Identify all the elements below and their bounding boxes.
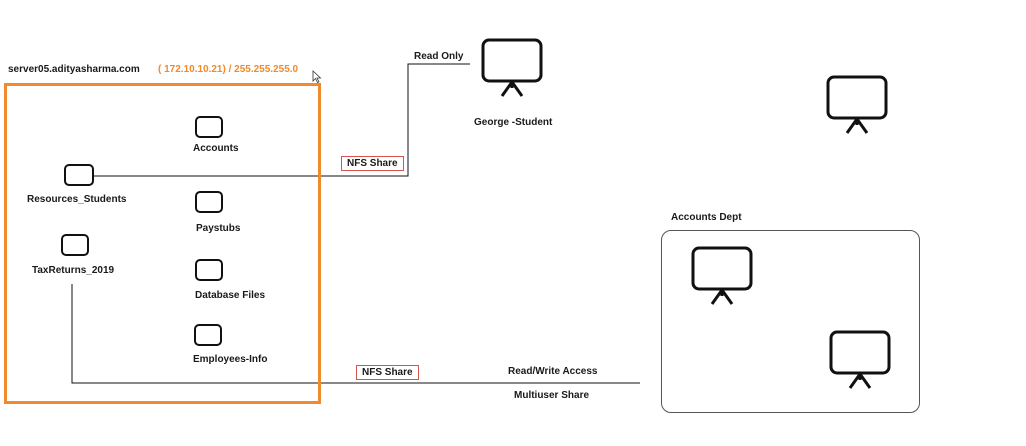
george-student-label: George -Student xyxy=(474,117,553,128)
server-hostname: server05.adityasharma.com xyxy=(8,64,140,75)
employees-info-folder-icon xyxy=(194,324,222,346)
nfs-share-top-label: NFS Share xyxy=(341,156,404,171)
accounts-dept-box xyxy=(661,230,920,413)
accounts-folder-label: Accounts xyxy=(193,143,239,154)
taxreturns-2019-folder-label: TaxReturns_2019 xyxy=(32,265,115,276)
accounts-folder-icon xyxy=(195,116,223,138)
server-address: ( 172.10.10.21) / 255.255.255.0 xyxy=(158,64,299,75)
database-files-folder-label: Database Files xyxy=(195,290,266,301)
employees-info-folder-label: Employees-Info xyxy=(193,354,268,365)
read-write-link xyxy=(71,284,640,384)
database-files-folder-icon xyxy=(195,259,223,281)
resources-students-folder-icon xyxy=(64,164,94,186)
multiuser-share-label: Multiuser Share xyxy=(514,390,590,401)
accounts-dept-label: Accounts Dept xyxy=(671,212,742,223)
read-only-label: Read Only xyxy=(414,51,464,62)
server-box xyxy=(4,83,321,404)
mouse-cursor-icon xyxy=(312,70,322,84)
accounts-dept-monitor-2-icon xyxy=(829,330,891,389)
paystubs-folder-icon xyxy=(195,191,223,213)
accounts-dept-monitor-1-icon xyxy=(691,246,753,305)
paystubs-folder-label: Paystubs xyxy=(196,223,241,234)
client-monitor-icon xyxy=(826,75,888,134)
nfs-share-bottom-label: NFS Share xyxy=(356,365,419,380)
taxreturns-2019-folder-icon xyxy=(61,234,89,256)
george-monitor-icon xyxy=(481,38,543,97)
resources-students-folder-label: Resources_Students xyxy=(27,194,127,205)
read-write-label: Read/Write Access xyxy=(508,366,598,377)
read-only-link xyxy=(94,63,470,177)
